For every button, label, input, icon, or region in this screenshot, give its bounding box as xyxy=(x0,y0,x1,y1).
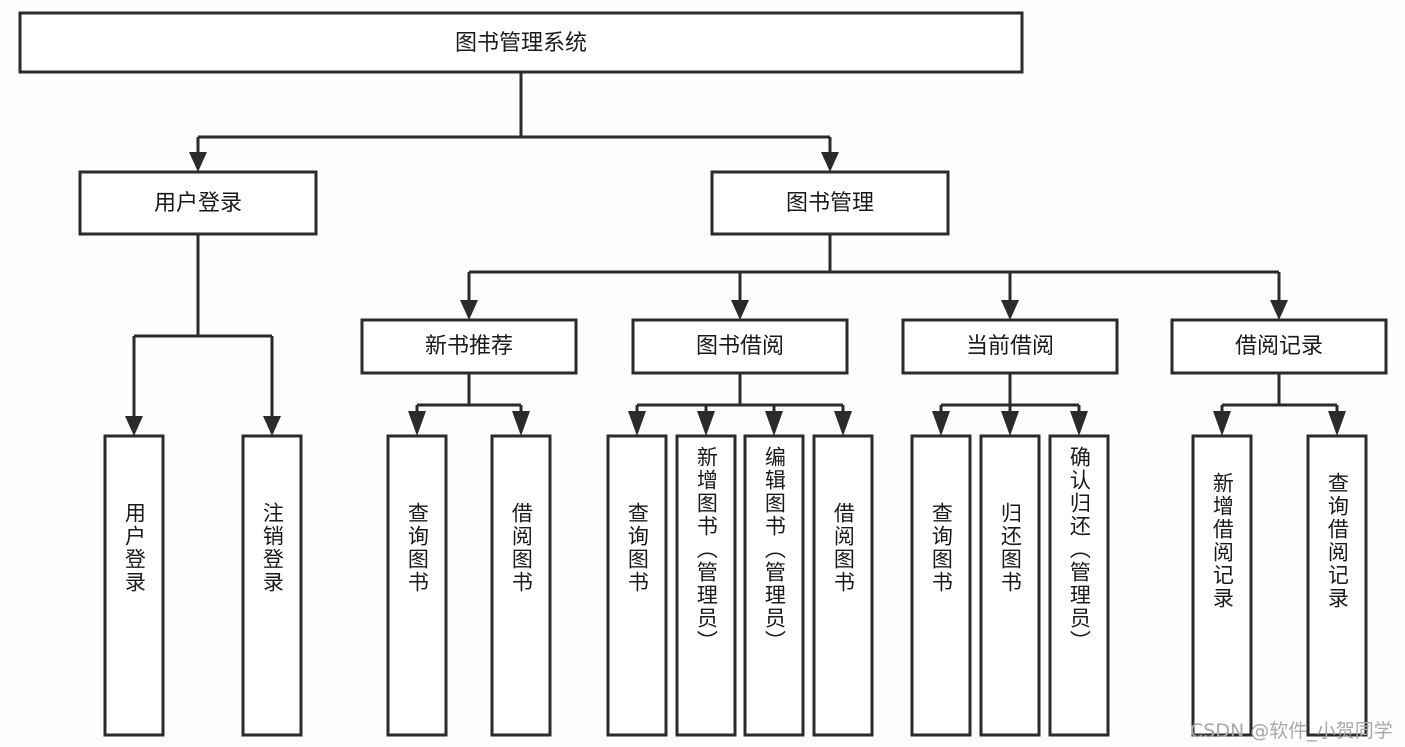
arrow-head-icon xyxy=(1328,411,1346,436)
node-root-label: 图书管理系统 xyxy=(455,31,587,56)
leaf-box-logout-login[interactable] xyxy=(241,434,303,737)
arrow-head-icon xyxy=(189,152,207,172)
arrow-head-icon xyxy=(1001,300,1019,320)
node-borrow-record-box[interactable] xyxy=(1170,318,1388,375)
leaf-box-confirm-return-admin[interactable] xyxy=(1048,434,1110,737)
arrow-head-icon xyxy=(1070,411,1088,436)
node-book-borrow[interactable]: 图书借阅 xyxy=(631,318,849,375)
arrow-head-icon xyxy=(263,416,281,436)
leaf-box-add-borrow-record[interactable] xyxy=(1191,434,1253,737)
node-book-borrow-label: 图书借阅 xyxy=(696,334,784,359)
leaf-box-borrow-book-2[interactable] xyxy=(812,434,874,737)
node-new-book-recommend-box[interactable] xyxy=(360,318,578,375)
node-new-book-recommend[interactable]: 新书推荐 xyxy=(360,318,578,375)
arrow-head-icon xyxy=(125,416,143,436)
arrow-head-icon xyxy=(512,411,530,436)
leaf-box-query-book-3[interactable] xyxy=(910,434,972,737)
arrow-head-icon xyxy=(834,411,852,436)
node-book-management-box[interactable] xyxy=(710,170,950,236)
node-new-book-recommend-label: 新书推荐 xyxy=(425,334,513,359)
arrow-head-icon xyxy=(408,411,426,436)
connector-layer xyxy=(125,72,1346,436)
arrow-head-icon xyxy=(731,300,749,320)
arrow-head-icon xyxy=(1213,411,1231,436)
leaf-box-add-book-admin[interactable] xyxy=(675,434,737,737)
node-root-box[interactable] xyxy=(18,11,1024,74)
node-book-borrow-box[interactable] xyxy=(631,318,849,375)
node-root[interactable]: 图书管理系统 xyxy=(18,11,1024,74)
node-layer: 图书管理系统 用户登录 图书管理 新书推荐 图书借阅 当前 xyxy=(18,11,1388,737)
arrow-head-icon xyxy=(628,411,646,436)
leaf-box-return-book[interactable] xyxy=(979,434,1041,737)
node-book-management-label: 图书管理 xyxy=(786,191,874,216)
node-book-management[interactable]: 图书管理 xyxy=(710,170,950,236)
node-current-borrow-label: 当前借阅 xyxy=(966,334,1054,359)
node-user-login-label: 用户登录 xyxy=(154,191,242,216)
node-borrow-record[interactable]: 借阅记录 xyxy=(1170,318,1388,375)
arrow-head-icon xyxy=(821,152,839,172)
arrow-head-icon xyxy=(932,411,950,436)
leaf-box-query-borrow-record[interactable] xyxy=(1306,434,1368,737)
leaf-box-user-login[interactable] xyxy=(103,434,165,737)
arrow-head-icon xyxy=(1270,300,1288,320)
leaf-box-edit-book-admin[interactable] xyxy=(743,434,805,737)
node-borrow-record-label: 借阅记录 xyxy=(1235,334,1323,359)
node-current-borrow-box[interactable] xyxy=(901,318,1119,375)
arrow-head-icon xyxy=(1001,411,1019,436)
node-user-login-box[interactable] xyxy=(78,170,318,236)
leaf-box-query-book-2[interactable] xyxy=(606,434,668,737)
node-user-login[interactable]: 用户登录 xyxy=(78,170,318,236)
arrow-head-icon xyxy=(697,411,715,436)
arrow-head-icon xyxy=(765,411,783,436)
leaf-box-borrow-book-1[interactable] xyxy=(490,434,552,737)
leaf-box-query-book-1[interactable] xyxy=(386,434,448,737)
arrow-head-icon xyxy=(460,300,478,320)
node-current-borrow[interactable]: 当前借阅 xyxy=(901,318,1119,375)
